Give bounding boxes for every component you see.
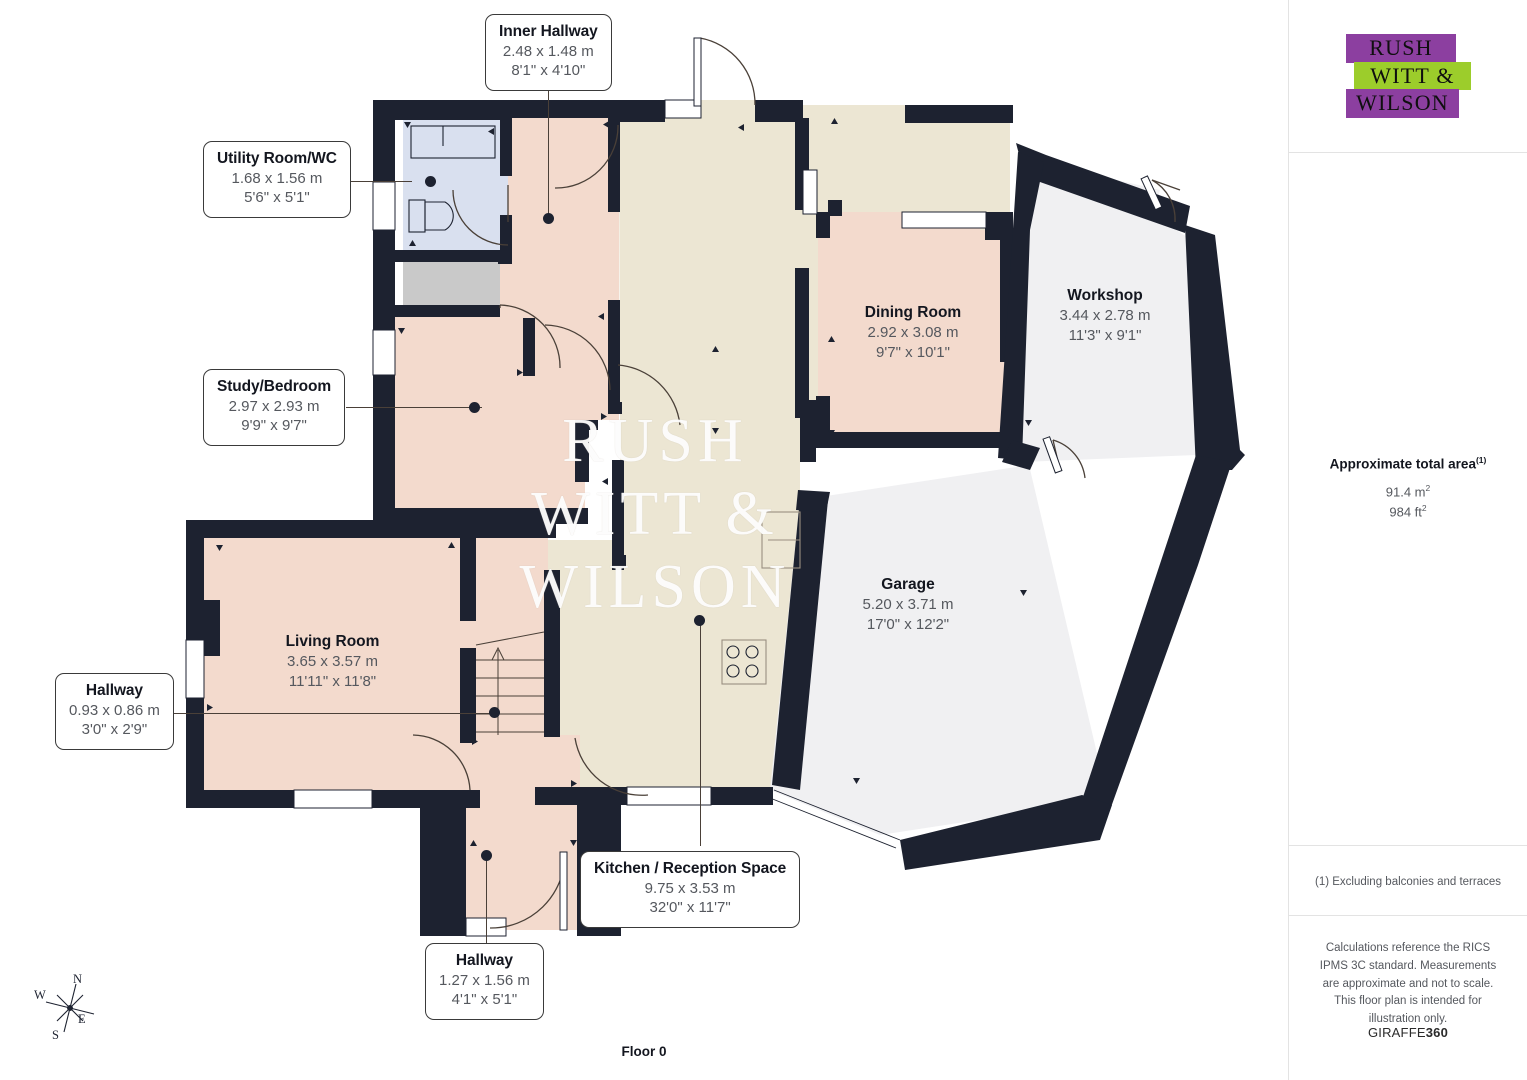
room-fill-workshop <box>1022 160 1196 462</box>
label-workshop: Workshop 3.44 x 2.78 m 11'3" x 9'1" <box>1012 286 1198 345</box>
label-living-room: Living Room 3.65 x 3.57 m 11'11" x 11'8" <box>210 632 455 691</box>
door-leaves <box>559 37 1163 931</box>
logo-band-rush: RUSH <box>1346 33 1456 63</box>
label-workshop-dim-m: 3.44 x 2.78 m <box>1059 307 1151 325</box>
label-garage-dim-m: 5.20 x 3.71 m <box>862 596 954 614</box>
total-area-block: Approximate total area(1) 91.4 m2 984 ft… <box>1289 455 1527 522</box>
logo-text-wilson: WILSON <box>1356 90 1449 116</box>
label-living-room-dim-m: 3.65 x 3.57 m <box>287 653 378 671</box>
total-area-imperial-sup: 2 <box>1421 502 1427 513</box>
label-utility-room-wc-name: Utility Room/WC <box>217 150 337 167</box>
fixtures <box>408 125 801 685</box>
label-dining-room: Dining Room 2.92 x 3.08 m 9'7" x 10'1" <box>813 303 1013 362</box>
brand-suffix: 360 <box>1425 1025 1449 1040</box>
label-hallway-south-dim-m: 1.27 x 1.56 m <box>439 971 530 989</box>
label-kitchen-reception-space-dim-m: 9.75 x 3.53 m <box>644 879 736 897</box>
room-fill-utility <box>403 118 508 251</box>
label-inner-hallway-dim-m: 2.48 x 1.48 m <box>502 42 594 60</box>
logo-text-rush: RUSH <box>1369 34 1433 60</box>
logo-text-witt: WITT & <box>1370 62 1455 88</box>
total-area-title-text: Approximate total area <box>1329 456 1476 472</box>
label-hallway-south-dim-ft: 4'1" x 5'1" <box>451 991 518 1009</box>
leader-dot-utility <box>425 176 436 187</box>
label-study-bedroom-dim-ft: 9'9" x 9'7" <box>241 417 307 435</box>
label-utility-room-wc-dim-m: 1.68 x 1.56 m <box>231 169 323 187</box>
walls <box>186 100 1245 936</box>
total-area-footnote-marker: (1) <box>1475 455 1487 465</box>
leader-dot-inner-hallway <box>543 213 554 224</box>
dimension-arrows <box>207 118 1032 846</box>
leader-utility <box>346 181 412 183</box>
label-dining-room-dim-m: 2.92 x 3.08 m <box>867 324 959 342</box>
compass-north-label: N <box>73 972 83 986</box>
logo-band-witt: WITT & <box>1354 61 1471 91</box>
room-fill-storage <box>403 255 500 307</box>
leader-dot-kitchen <box>694 615 705 626</box>
total-area-title: Approximate total area(1) <box>1289 455 1527 472</box>
total-area-imperial-value: 984 ft <box>1389 504 1422 520</box>
label-inner-hallway-dim-ft: 8'1" x 4'10" <box>511 62 586 80</box>
compass-south-label: S <box>52 1028 59 1042</box>
floorplan-drawing <box>185 37 1245 937</box>
room-fill-pink-upper <box>393 105 619 520</box>
label-utility-room-wc: Utility Room/WC 1.68 x 1.56 m 5'6" x 5'1… <box>203 141 351 218</box>
leader-kitchen <box>700 790 702 846</box>
compass-west-label: W <box>34 988 46 1002</box>
leader-dot-study <box>469 402 480 413</box>
total-area-metric-value: 91.4 m <box>1385 483 1426 499</box>
label-hallway-west-dim-ft: 3'0" x 2'9" <box>81 721 148 739</box>
label-garage-dim-ft: 17'0" x 12'2" <box>866 615 950 633</box>
label-kitchen-reception-space-dim-ft: 32'0" x 11'7" <box>649 899 731 917</box>
leader-dot-hallway-west <box>489 707 500 718</box>
floorplan-canvas: RUSH WITT & WILSON Inner Hallway 2.48 x … <box>30 14 1245 1059</box>
label-study-bedroom-dim-m: 2.97 x 2.93 m <box>228 397 320 415</box>
label-garage: Garage 5.20 x 3.71 m 17'0" x 12'2" <box>815 575 1001 634</box>
sidebar-panel: RUSH WITT & WILSON Approximate total are… <box>1288 0 1527 1080</box>
leader-study <box>346 407 482 409</box>
leader-kitchen-upper <box>700 618 702 793</box>
label-hallway-west: Hallway 0.93 x 0.86 m 3'0" x 2'9" <box>55 673 174 750</box>
label-garage-name: Garage <box>881 576 935 593</box>
sidebar-footnote: (1) Excluding balconies and terraces <box>1289 845 1527 914</box>
leader-hallway-south <box>486 855 488 947</box>
logo-band-wilson: WILSON <box>1346 89 1459 119</box>
compass-rose: N E S W <box>30 968 135 1058</box>
label-workshop-name: Workshop <box>1067 287 1143 304</box>
label-living-room-name: Living Room <box>285 633 380 650</box>
label-living-room-dim-ft: 11'11" x 11'8" <box>288 672 377 690</box>
label-hallway-west-name: Hallway <box>85 682 143 699</box>
label-study-bedroom: Study/Bedroom 2.97 x 2.93 m 9'9" x 9'7" <box>203 369 346 446</box>
compass-east-label: E <box>78 1012 86 1026</box>
label-kitchen-reception-space-name: Kitchen / Reception Space <box>594 860 787 877</box>
leader-dot-hallway-south <box>481 850 492 861</box>
leader-inner-hallway <box>548 86 550 221</box>
label-inner-hallway: Inner Hallway 2.48 x 1.48 m 8'1" x 4'10" <box>485 14 612 91</box>
sidebar-disclaimer: Calculations reference the RICS IPMS 3C … <box>1289 915 1527 1029</box>
total-area-metric-sup: 2 <box>1425 482 1431 493</box>
brand-prefix: GIRAFFE <box>1367 1025 1426 1040</box>
total-area-imperial: 984 ft2 <box>1289 502 1527 522</box>
giraffe360-brand: GIRAFFE360 <box>1289 1025 1527 1040</box>
total-area-metric: 91.4 m2 <box>1289 482 1527 502</box>
label-hallway-south-name: Hallway <box>455 952 513 969</box>
leader-hallway-west <box>174 713 494 715</box>
label-hallway-west-dim-m: 0.93 x 0.86 m <box>69 701 160 719</box>
label-dining-room-name: Dining Room <box>864 304 962 321</box>
label-study-bedroom-name: Study/Bedroom <box>217 378 332 395</box>
floor-caption: Floor 0 <box>621 1044 667 1059</box>
sidebar-divider-top <box>1289 152 1527 153</box>
compass-icon <box>45 983 95 1033</box>
label-dining-room-dim-ft: 9'7" x 10'1" <box>876 343 950 361</box>
label-kitchen-reception-space: Kitchen / Reception Space 9.75 x 3.53 m … <box>580 851 801 928</box>
label-utility-room-wc-dim-ft: 5'6" x 5'1" <box>244 189 310 207</box>
room-fill-garage <box>770 465 1108 835</box>
label-hallway-south: Hallway 1.27 x 1.56 m 4'1" x 5'1" <box>425 943 544 1020</box>
company-logo: RUSH WITT & WILSON <box>1289 0 1527 152</box>
room-fill-dining <box>818 230 1010 440</box>
label-inner-hallway-name: Inner Hallway <box>499 23 598 40</box>
label-workshop-dim-ft: 11'3" x 9'1" <box>1068 326 1142 344</box>
garage-door <box>769 789 901 849</box>
